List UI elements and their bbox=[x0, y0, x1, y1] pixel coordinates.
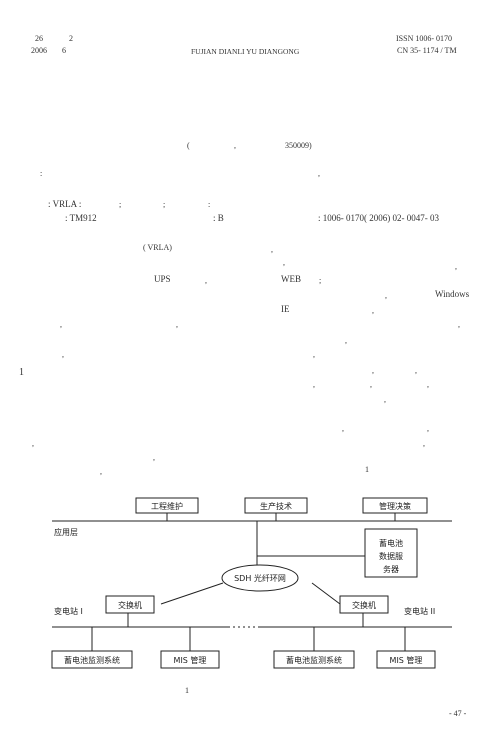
volume-number: 26 bbox=[35, 34, 43, 43]
punct: , bbox=[423, 439, 425, 448]
connector bbox=[160, 582, 224, 605]
svg-text:务器: 务器 bbox=[383, 564, 399, 574]
switch-left: 交换机 bbox=[105, 595, 155, 614]
cn-number: CN 35- 1174 / TM bbox=[397, 46, 457, 55]
year: 2006 bbox=[31, 46, 47, 55]
svg-text:蓄电池: 蓄电池 bbox=[379, 538, 403, 548]
punct: , bbox=[372, 366, 374, 375]
punct: , bbox=[427, 380, 429, 389]
punct: , bbox=[370, 380, 372, 389]
punct: , bbox=[153, 453, 155, 462]
section-number: 1 bbox=[19, 367, 24, 378]
affiliation-comma: , bbox=[234, 141, 236, 150]
top-box-management: 管理决策 bbox=[362, 497, 428, 514]
battery-data-server-box: 蓄电池 数据服 务器 bbox=[364, 528, 418, 578]
ie-term: IE bbox=[281, 304, 290, 314]
month: 6 bbox=[62, 46, 66, 55]
punct: , bbox=[32, 439, 34, 448]
punct: , bbox=[458, 320, 460, 329]
punct: , bbox=[427, 424, 429, 433]
document-code: : B bbox=[213, 213, 224, 223]
punct: , bbox=[176, 320, 178, 329]
bottom-box-mis-1: MIS 管理 bbox=[160, 650, 220, 669]
abstract-comma: , bbox=[318, 169, 320, 178]
switch-right: 交换机 bbox=[339, 595, 389, 614]
punct: , bbox=[271, 245, 273, 254]
bottom-box-battery-monitor-1: 蓄电池监测系统 bbox=[51, 650, 133, 669]
keywords-sep-1: ; bbox=[119, 200, 122, 209]
punct: , bbox=[62, 350, 64, 359]
svg-text:蓄电池监测系统: 蓄电池监测系统 bbox=[64, 655, 120, 665]
punct: , bbox=[415, 366, 417, 375]
punct: , bbox=[372, 306, 374, 315]
affiliation-paren: ( bbox=[187, 141, 190, 150]
figure-reference: 1 bbox=[365, 465, 369, 474]
top-box-label: 生产技术 bbox=[260, 501, 292, 511]
punct: , bbox=[283, 258, 285, 267]
windows-term: Windows bbox=[435, 289, 470, 299]
article-id: : 1006- 0170( 2006) 02- 0047- 03 bbox=[318, 213, 439, 223]
abstract-colon: : bbox=[40, 169, 43, 178]
svg-text:SDH 光纤环网: SDH 光纤环网 bbox=[234, 573, 286, 583]
journal-name: FUJIAN DIANLI YU DIANGONG bbox=[191, 47, 300, 56]
top-box-label: 工程维护 bbox=[151, 501, 183, 511]
web-term: WEB bbox=[281, 274, 301, 284]
svg-text:蓄电池监测系统: 蓄电池监测系统 bbox=[286, 655, 342, 665]
punct: , bbox=[100, 467, 102, 476]
punct: , bbox=[60, 320, 62, 329]
keywords-end: : bbox=[208, 200, 211, 209]
connector bbox=[311, 582, 341, 605]
vrla-term: ( VRLA) bbox=[143, 243, 172, 252]
bottom-box-mis-2: MIS 管理 bbox=[376, 650, 436, 669]
affiliation-postcode: 350009) bbox=[285, 141, 312, 150]
bottom-box-battery-monitor-2: 蓄电池监测系统 bbox=[273, 650, 355, 669]
station-1-label: 变电站 I bbox=[54, 606, 83, 616]
svg-text:交换机: 交换机 bbox=[352, 600, 376, 610]
ups-term: UPS bbox=[154, 274, 171, 284]
punct: , bbox=[313, 380, 315, 389]
keywords-label: : VRLA : bbox=[48, 199, 82, 209]
issn: ISSN 1006- 0170 bbox=[396, 34, 453, 43]
punct: , bbox=[205, 276, 207, 285]
top-box-production: 生产技术 bbox=[244, 497, 308, 514]
punct: , bbox=[455, 262, 457, 271]
application-layer-label: 应用层 bbox=[54, 527, 78, 537]
svg-text:数据服: 数据服 bbox=[379, 551, 403, 561]
punct: , bbox=[384, 395, 386, 404]
punct: ; bbox=[319, 276, 322, 285]
svg-text:MIS 管理: MIS 管理 bbox=[390, 655, 423, 665]
punct: , bbox=[313, 350, 315, 359]
issue-number: 2 bbox=[69, 34, 73, 43]
top-box-label: 管理决策 bbox=[379, 501, 411, 511]
top-box-maintenance: 工程维护 bbox=[135, 497, 199, 514]
sdh-ring-network: SDH 光纤环网 bbox=[221, 564, 299, 592]
figure-caption-number: 1 bbox=[185, 686, 189, 695]
punct: , bbox=[345, 336, 347, 345]
keywords-sep-2: ; bbox=[163, 200, 166, 209]
punct: , bbox=[385, 291, 387, 300]
page-number: - 47 - bbox=[449, 709, 467, 718]
station-2-label: 变电站 II bbox=[404, 606, 435, 616]
punct: , bbox=[342, 424, 344, 433]
clc-number: : TM912 bbox=[65, 213, 97, 223]
svg-text:MIS 管理: MIS 管理 bbox=[174, 655, 207, 665]
svg-text:交换机: 交换机 bbox=[118, 600, 142, 610]
